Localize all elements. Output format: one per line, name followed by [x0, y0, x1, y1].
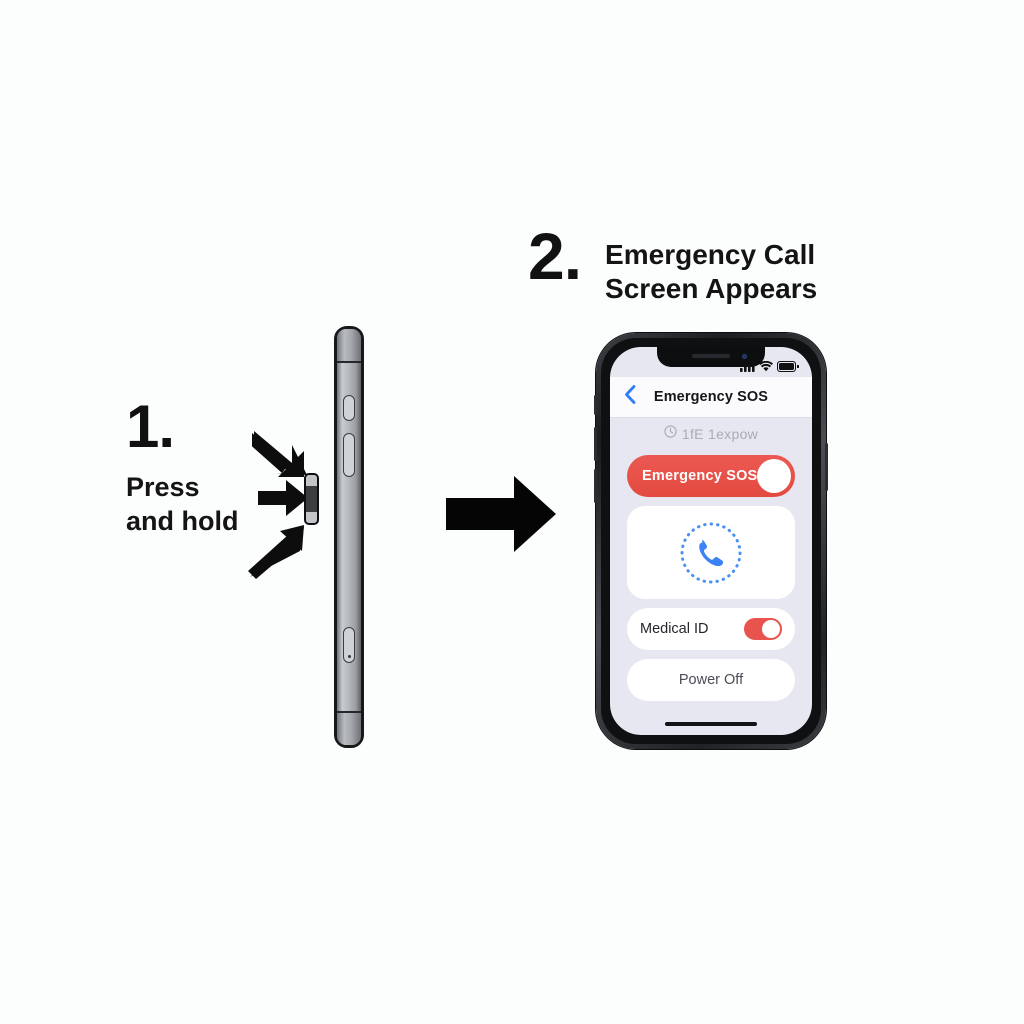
power-button[interactable]: [825, 443, 828, 491]
step-1-text: Press and hold: [126, 471, 336, 539]
medical-id-label: Medical ID: [640, 621, 709, 637]
step-1-line-1: Press: [126, 472, 200, 502]
front-camera-icon: [742, 354, 747, 359]
sim-tray-pinhole: [347, 655, 351, 658]
step-1-line-2: and hold: [126, 505, 239, 536]
notch: [657, 347, 765, 367]
volume-button[interactable]: [343, 433, 355, 477]
iphone-side-view: [334, 326, 364, 748]
volume-down-button[interactable]: [594, 469, 597, 503]
mute-switch[interactable]: [594, 395, 597, 415]
step-2-text: Emergency Call Screen Appears: [605, 224, 817, 306]
emergency-call-card[interactable]: [627, 506, 795, 599]
arrow-right-icon: [258, 478, 308, 523]
page-title: Emergency SOS: [653, 389, 769, 405]
emergency-options-list: Emergency SOS: [627, 455, 795, 701]
subtitle-row: 1fE 1expow: [610, 425, 812, 443]
power-off-label: Power Off: [678, 672, 744, 688]
toggle-knob: [762, 620, 780, 638]
step-2-number: 2.: [528, 219, 582, 293]
step-2-line-2: Screen Appears: [605, 273, 818, 305]
arrow-right-icon: [446, 474, 556, 559]
step-1-label: 1. Press and hold: [126, 393, 336, 539]
step-2-line-1: Emergency Call: [605, 239, 816, 270]
earpiece-speaker-icon: [692, 354, 730, 358]
emergency-sos-slider-label: Emergency SOS: [642, 468, 758, 484]
medical-id-toggle[interactable]: [744, 618, 782, 640]
arrow-up-right-icon: [248, 525, 308, 586]
iphone-front-view: Emergency SOS 1fE 1expow Emergen: [594, 333, 828, 749]
phone-screen: Emergency SOS 1fE 1expow Emergen: [610, 347, 812, 735]
arrow-down-right-icon: [246, 427, 310, 486]
mute-switch[interactable]: [343, 395, 355, 421]
power-off-button[interactable]: Power Off: [627, 659, 795, 701]
medical-id-row[interactable]: Medical ID: [627, 608, 795, 650]
volume-up-button[interactable]: [594, 427, 597, 461]
sim-tray[interactable]: [343, 627, 355, 663]
phone-top-cap: [337, 329, 361, 363]
dialing-ring: [675, 517, 747, 589]
slider-knob[interactable]: [757, 459, 791, 493]
chevron-left-icon[interactable]: [624, 385, 636, 410]
phone-bottom-cap: [337, 711, 361, 745]
nav-header: Emergency SOS: [610, 377, 812, 418]
battery-icon: [777, 361, 799, 372]
phone-bezel: Emergency SOS 1fE 1expow Emergen: [601, 338, 821, 744]
power-button[interactable]: [304, 473, 319, 525]
cellular-bars-icon: [740, 361, 755, 372]
wifi-icon: [759, 361, 773, 372]
info-clock-icon: [664, 425, 677, 443]
status-bar: [740, 361, 799, 372]
subtitle-text: 1fE 1expow: [681, 426, 759, 442]
phone-handset-icon: [699, 539, 724, 566]
home-indicator-bar[interactable]: [665, 722, 757, 726]
emergency-sos-slider[interactable]: Emergency SOS: [627, 455, 795, 497]
step-2-label: 2. Emergency Call Screen Appears: [528, 219, 817, 306]
step-1-number: 1.: [126, 393, 175, 460]
